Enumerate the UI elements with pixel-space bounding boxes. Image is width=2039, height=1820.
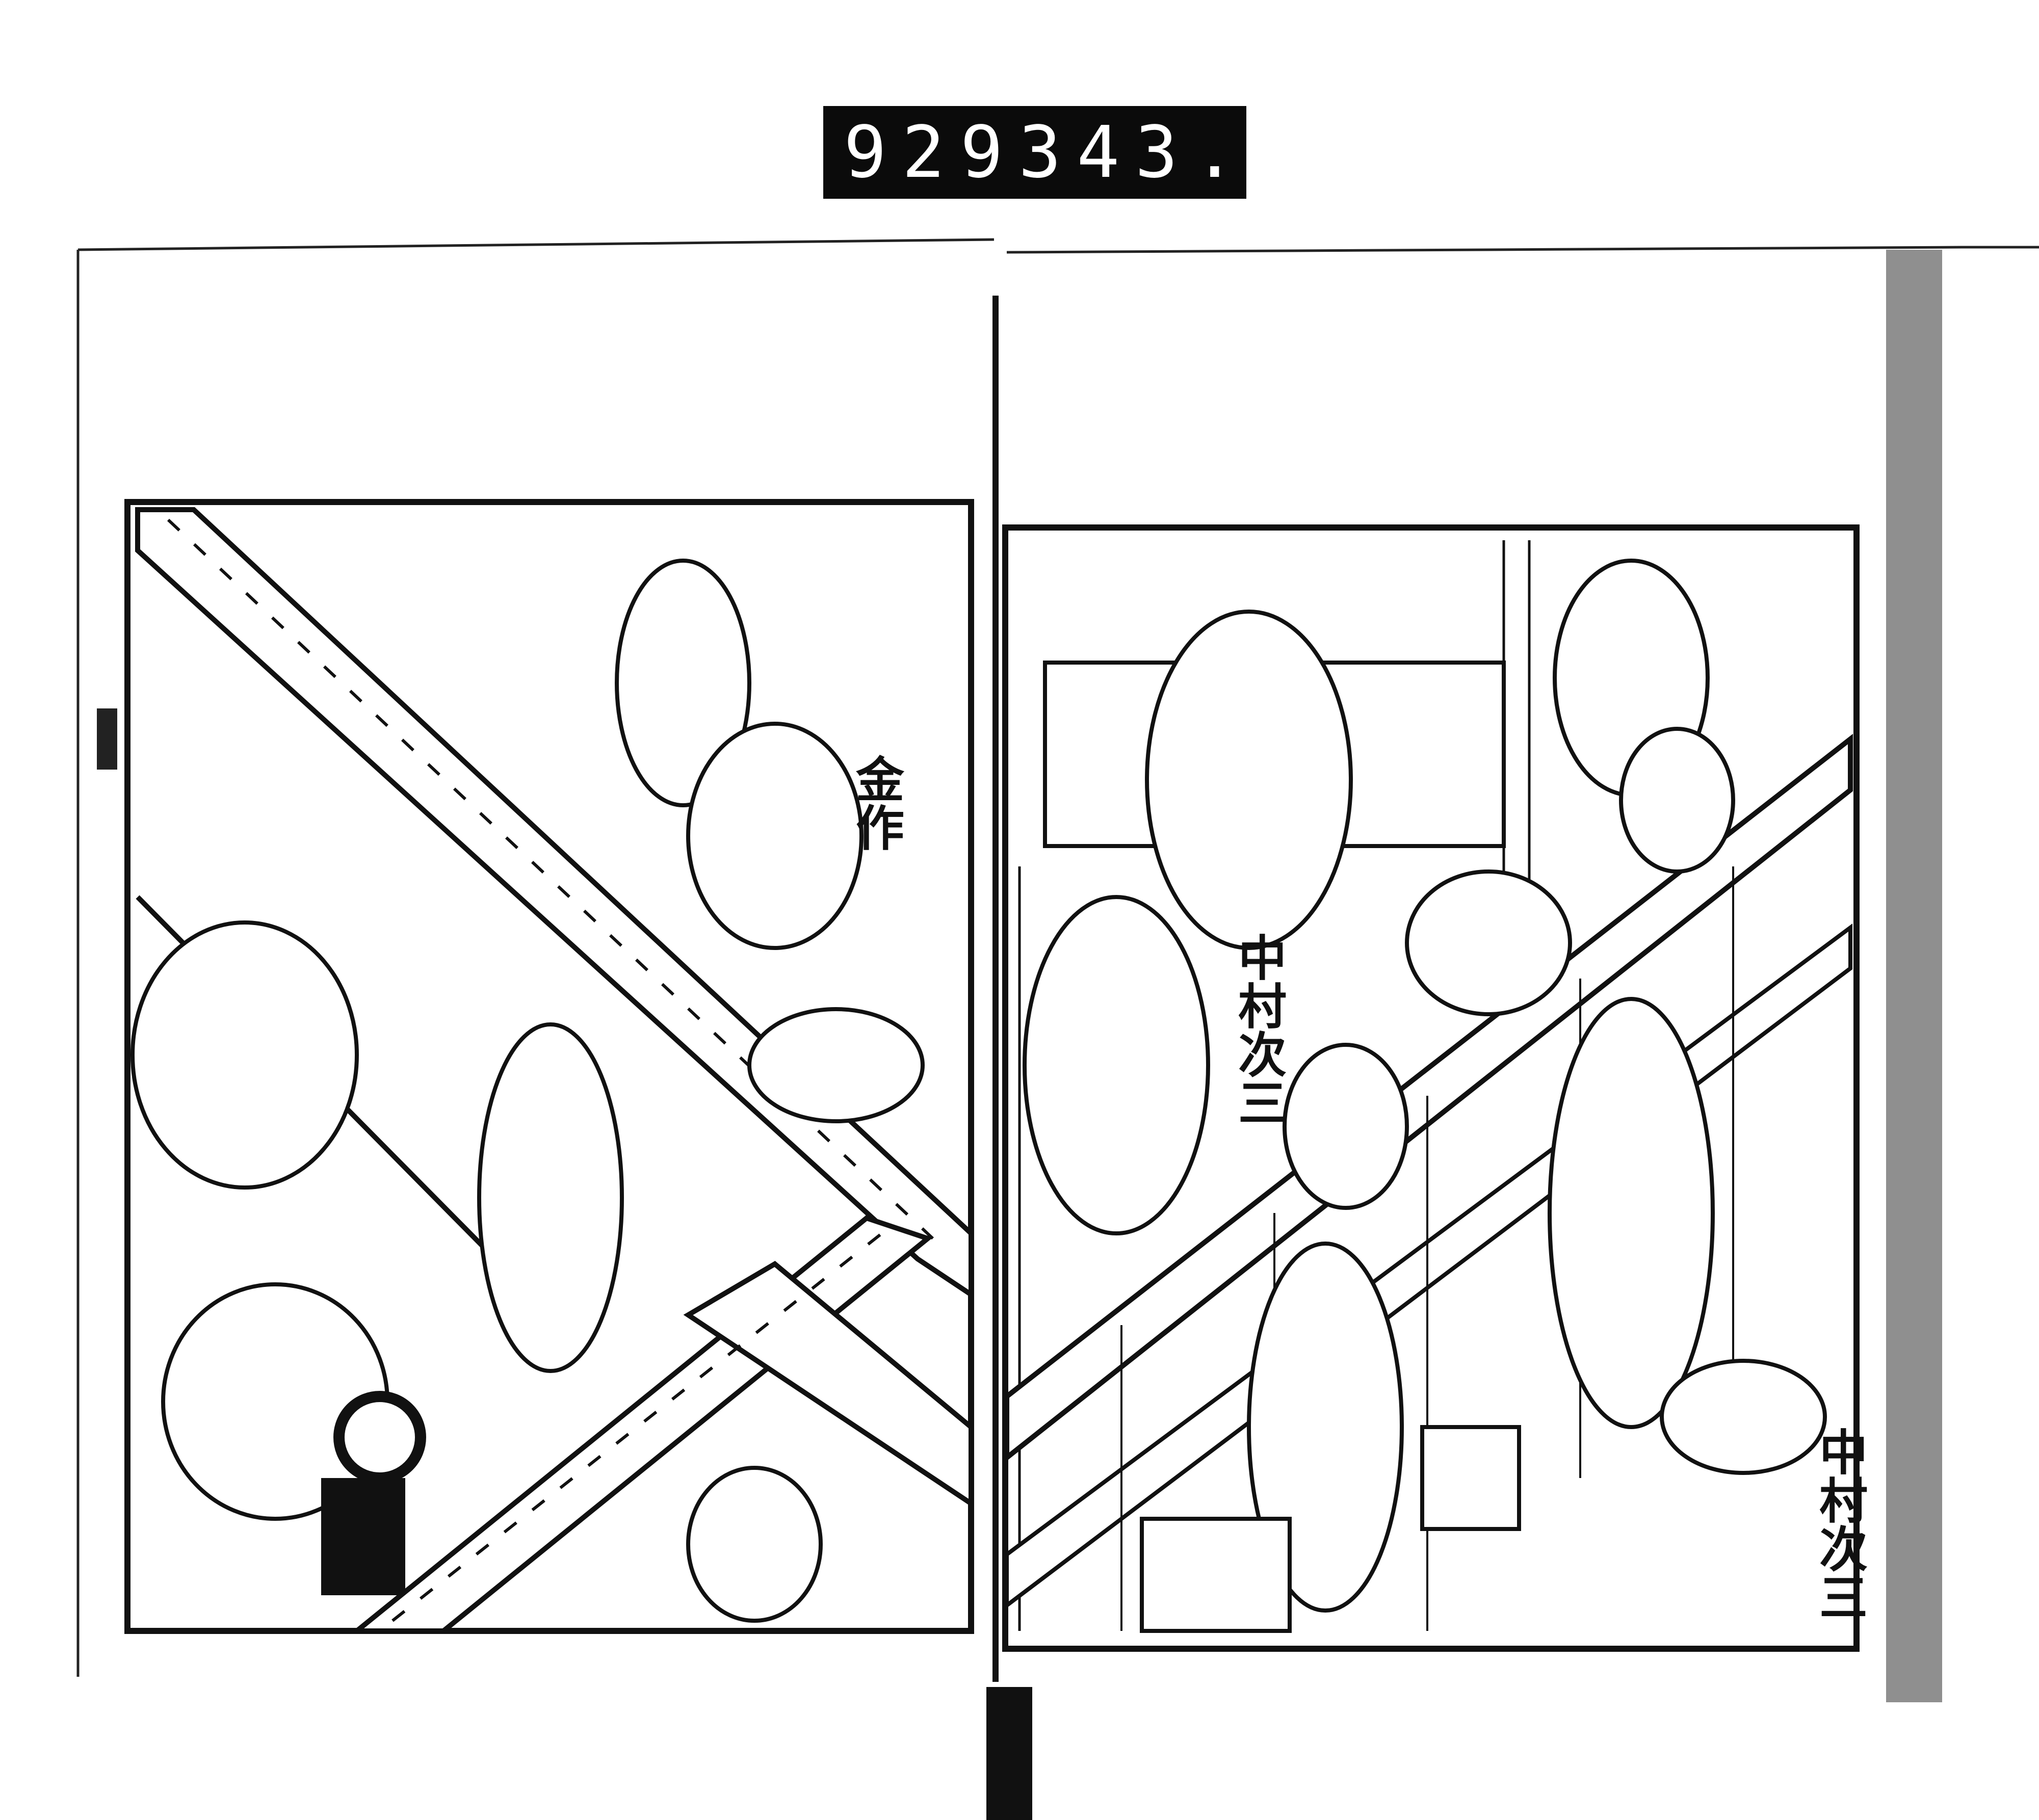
right-page [1006, 246, 2039, 254]
figure [686, 1466, 823, 1623]
figure [1405, 869, 1572, 1016]
diagonal-beam [349, 1215, 933, 1633]
figure [686, 722, 864, 950]
figure [477, 1022, 624, 1373]
spine-gutter-shadow [986, 1687, 1032, 1820]
diagonal-beam [135, 507, 974, 1300]
book-edge-shadow [1886, 250, 1942, 1702]
character-name-label: 中村次三 [1230, 933, 1287, 1126]
left-illustration-panel [124, 499, 974, 1634]
left-margin-mark [97, 708, 117, 770]
figure [1023, 895, 1210, 1235]
figure [1145, 610, 1353, 950]
diagonal-beam [683, 1260, 974, 1509]
left-page [76, 238, 995, 1677]
figure [747, 1007, 925, 1123]
catalog-number-left: 929 [844, 111, 1018, 194]
figure [1283, 1043, 1409, 1210]
character-name-label: 金作 [848, 754, 904, 851]
character-name-label: 中村次三 [1811, 1427, 1868, 1621]
figure [1660, 1359, 1827, 1475]
figure [1619, 727, 1735, 874]
box [321, 1478, 405, 1595]
figure [615, 559, 751, 807]
figure [130, 920, 359, 1190]
figure [1548, 997, 1715, 1429]
bucket [1140, 1517, 1292, 1633]
bucket [1420, 1425, 1521, 1531]
catalog-number-right: 343. [1018, 111, 1252, 194]
catalog-number-label: 929 343. [823, 106, 1246, 199]
right-illustration-panel [1002, 524, 1860, 1652]
